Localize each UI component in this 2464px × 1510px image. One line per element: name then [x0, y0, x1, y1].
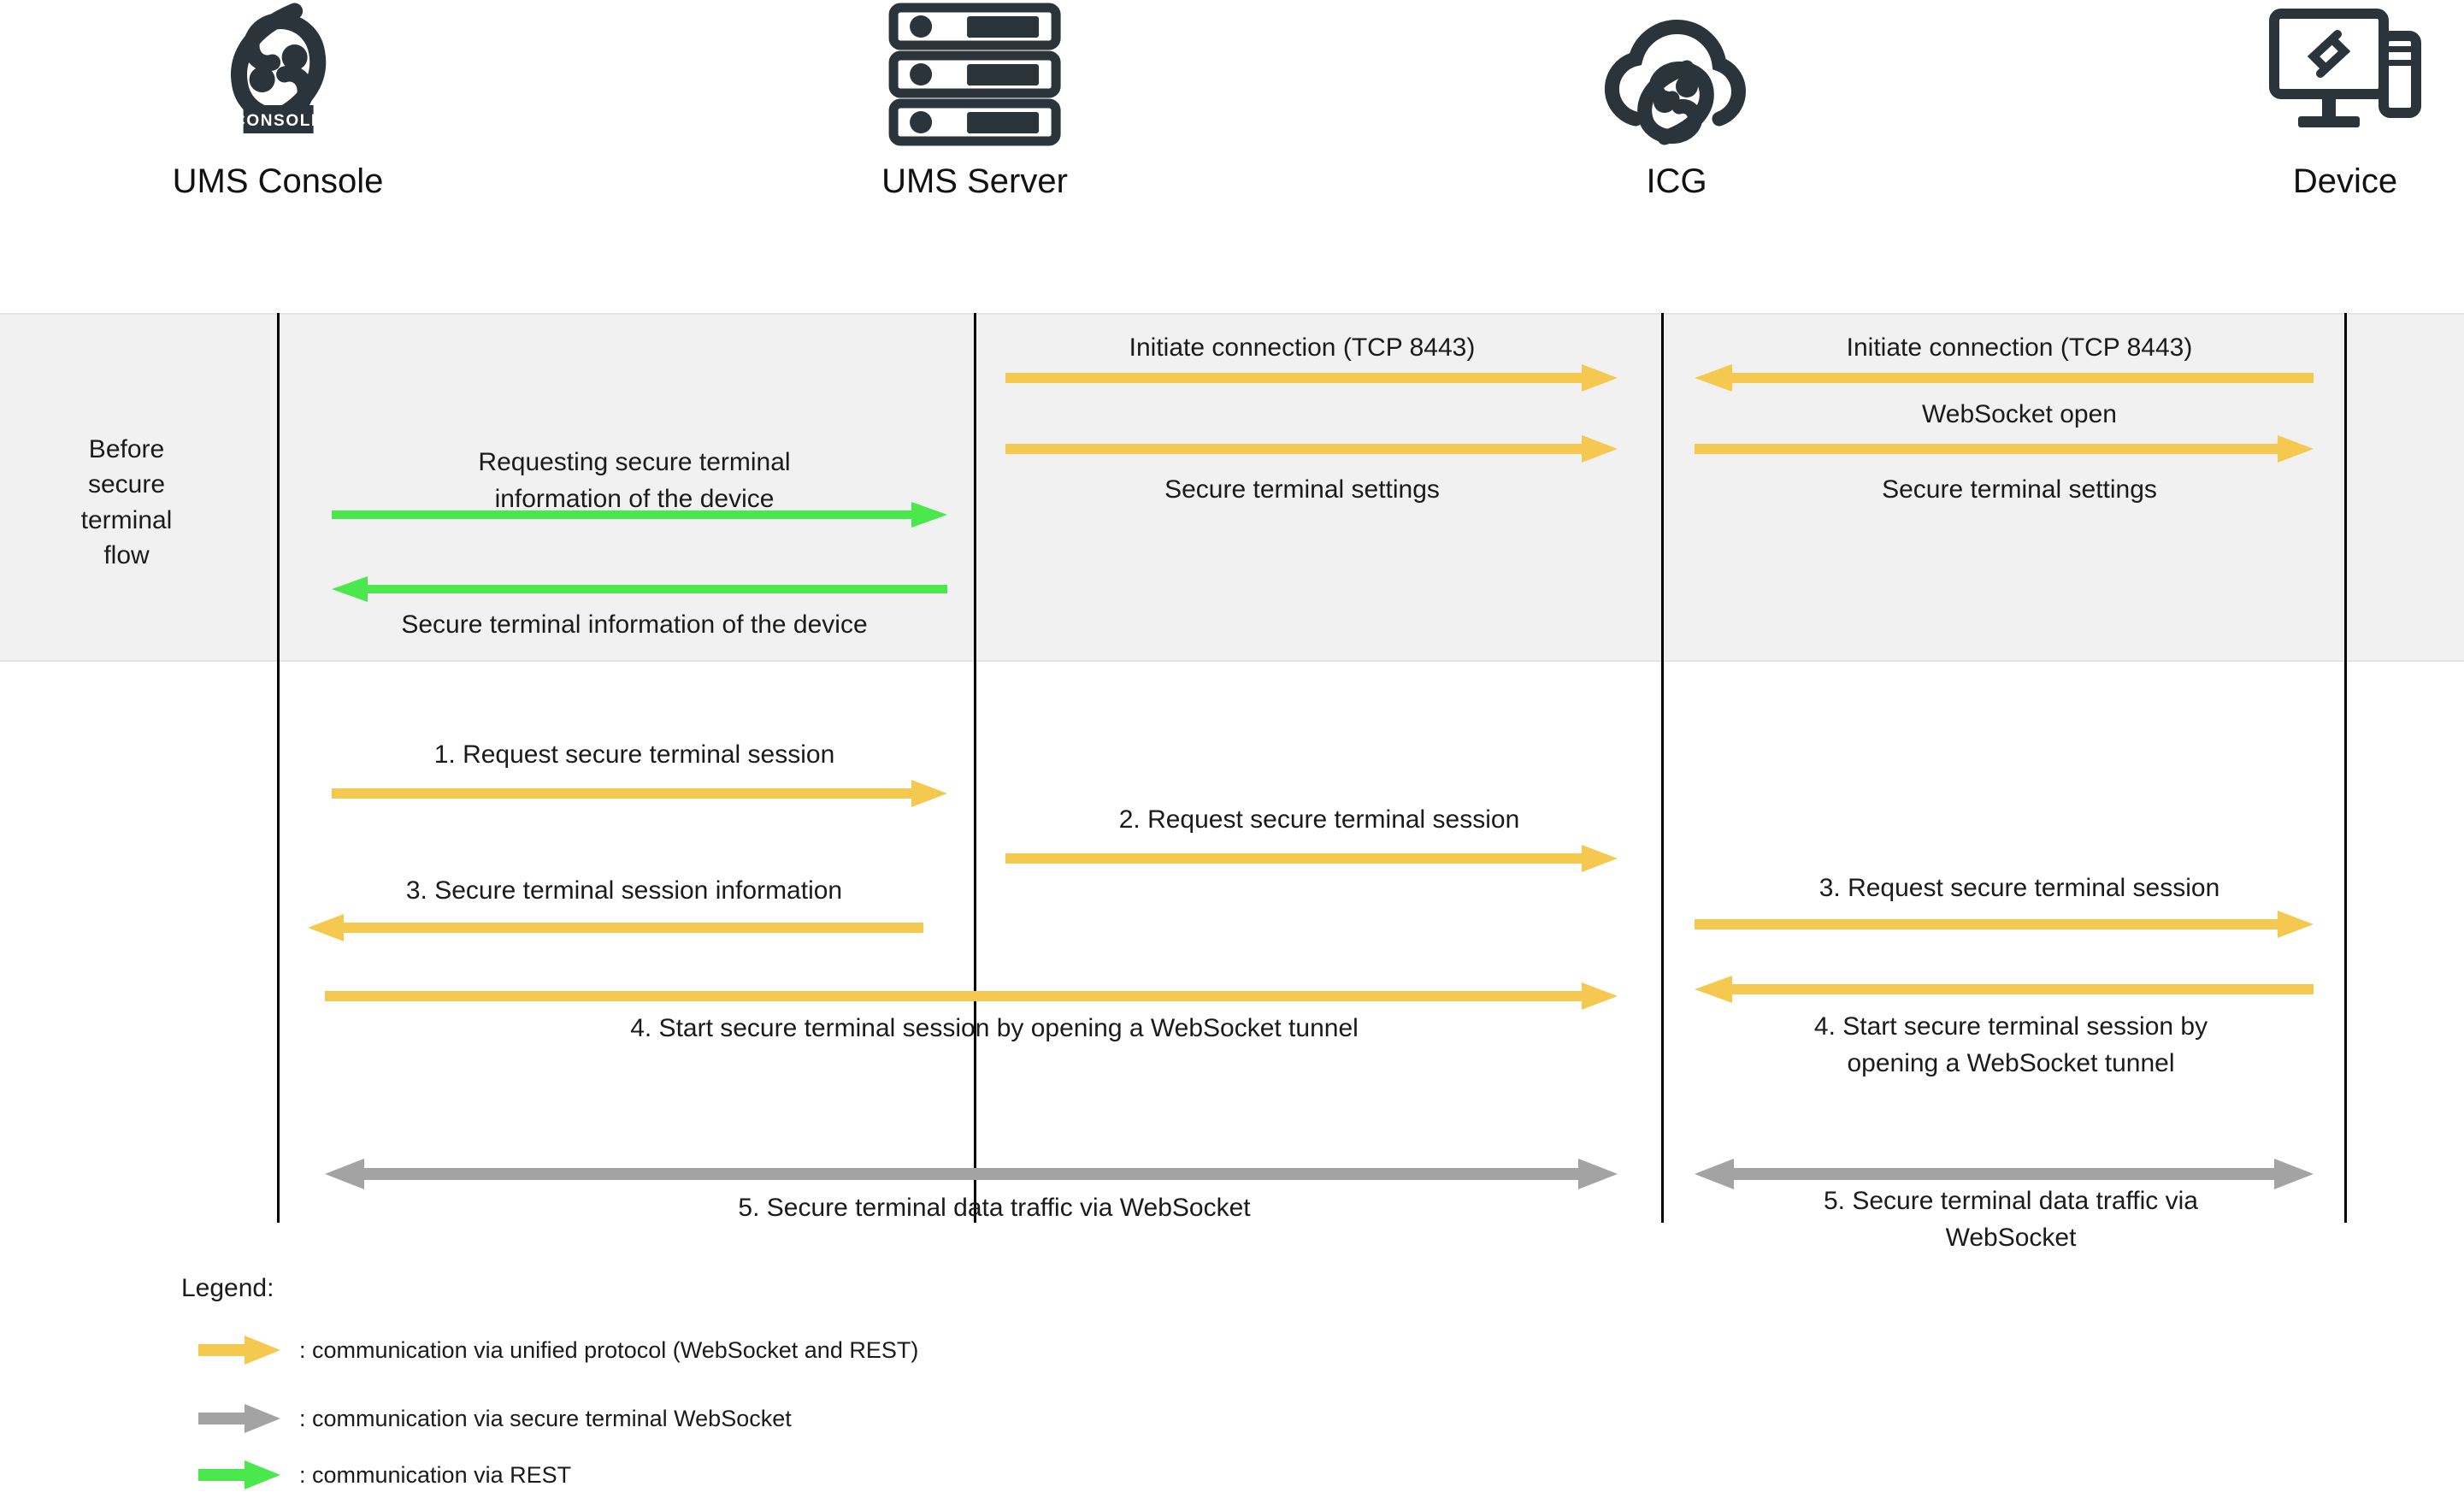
message-label-step-5-secure-terminal-data-traffic-console-icg: 5. Secure terminal data traffic via WebS… — [738, 1194, 1251, 1222]
message-label-initiate-connection-server-icg: Initiate connection (TCP 8443) — [1129, 333, 1476, 362]
message-label-step-3-secure-terminal-session-information: 3. Secure terminal session information — [405, 876, 843, 905]
message-arrow-initiate-connection-server-icg — [1005, 363, 1618, 392]
message-arrow-secure-terminal-settings-server-icg — [1005, 434, 1618, 463]
actor-ums-server: UMS Server — [881, 0, 1068, 200]
lifeline-icg — [1661, 313, 1664, 1223]
legend-item-rest: : communication via REST — [198, 1460, 571, 1489]
actor-label: UMS Server — [881, 162, 1068, 200]
svg-text:CONSOLE: CONSOLE — [233, 112, 323, 130]
message-arrow-step-3-request-secure-terminal-session — [1695, 910, 2314, 939]
legend-label: : communication via secure terminal WebS… — [299, 1405, 792, 1431]
message-label-websocket-open: WebSocket open — [1922, 400, 2117, 428]
message-label-step-1-request-secure-terminal-session: 1. Request secure terminal session — [433, 740, 835, 769]
message-arrow-step-4-start-secure-terminal-session-device-icg — [1695, 975, 2314, 1004]
legend-label: : communication via REST — [299, 1461, 572, 1488]
actor-label: Device — [2292, 162, 2398, 200]
band-label: Before secure terminal flow — [80, 435, 173, 570]
lifeline-ums-server — [974, 313, 976, 1223]
legend-item-unified-protocol: : communication via unified protocol (We… — [198, 1336, 918, 1365]
message-arrow-step-4-start-secure-terminal-session-console-icg — [325, 982, 1618, 1011]
message-label-requesting-secure-terminal-information: Requesting secure terminal information o… — [478, 448, 791, 513]
message-arrow-websocket-open — [1695, 434, 2314, 463]
message-label-step-5-secure-terminal-data-traffic-icg-device: 5. Secure terminal data traffic via WebS… — [1824, 1187, 2198, 1252]
message-label-secure-terminal-settings-server-icg: Secure terminal settings — [1164, 475, 1440, 504]
desktop-device-icon — [2264, 0, 2426, 156]
message-label-initiate-connection-device-icg: Initiate connection (TCP 8443) — [1846, 333, 2193, 362]
cloud-gateway-icon — [1591, 0, 1762, 156]
legend-label: : communication via unified protocol (We… — [299, 1336, 919, 1363]
ums-console-logo-icon: CONSOLE — [173, 0, 384, 156]
message-label-step-2-request-secure-terminal-session: 2. Request secure terminal session — [1118, 805, 1520, 834]
actor-label: UMS Console — [172, 162, 384, 200]
actor-icg: ICG — [1591, 0, 1762, 200]
actor-label: ICG — [1646, 162, 1707, 200]
before-secure-terminal-flow-band — [0, 313, 2464, 662]
message-label-step-4-start-secure-terminal-session-device-icg: 4. Start secure terminal session by open… — [1813, 1012, 2208, 1077]
actor-device: Device — [2264, 0, 2426, 200]
message-arrow-step-3-secure-terminal-session-information — [308, 913, 923, 942]
legend-item-secure-terminal-websocket: : communication via secure terminal WebS… — [198, 1404, 792, 1433]
message-arrow-step-5-secure-terminal-data-traffic-console-icg — [325, 1157, 1618, 1191]
lifeline-ums-console — [277, 313, 280, 1223]
message-arrow-secure-terminal-information-of-the-device — [332, 575, 947, 604]
message-arrow-step-2-request-secure-terminal-session — [1005, 844, 1618, 873]
message-arrow-initiate-connection-device-icg — [1695, 363, 2314, 392]
message-arrow-step-1-request-secure-terminal-session — [332, 779, 947, 808]
lifeline-device — [2344, 313, 2347, 1223]
legend-arrow-unified-protocol-icon — [198, 1336, 280, 1365]
legend-arrow-secure-terminal-websocket-icon — [198, 1404, 280, 1433]
message-label-secure-terminal-settings-icg-device: Secure terminal settings — [1882, 475, 2157, 504]
message-label-secure-terminal-information-of-the-device: Secure terminal information of the devic… — [401, 610, 868, 639]
server-rack-icon — [881, 0, 1068, 156]
legend-arrow-rest-icon — [198, 1460, 280, 1489]
message-arrow-step-5-secure-terminal-data-traffic-icg-device — [1695, 1157, 2314, 1191]
actor-ums-console: CONSOLE UMS Console — [172, 0, 384, 200]
legend-title: Legend: — [181, 1274, 274, 1302]
message-label-step-3-request-secure-terminal-session: 3. Request secure terminal session — [1819, 874, 2220, 902]
message-arrow-requesting-secure-terminal-information — [332, 500, 947, 529]
message-label-step-4-start-secure-terminal-session-console-icg: 4. Start secure terminal session by open… — [630, 1014, 1359, 1042]
